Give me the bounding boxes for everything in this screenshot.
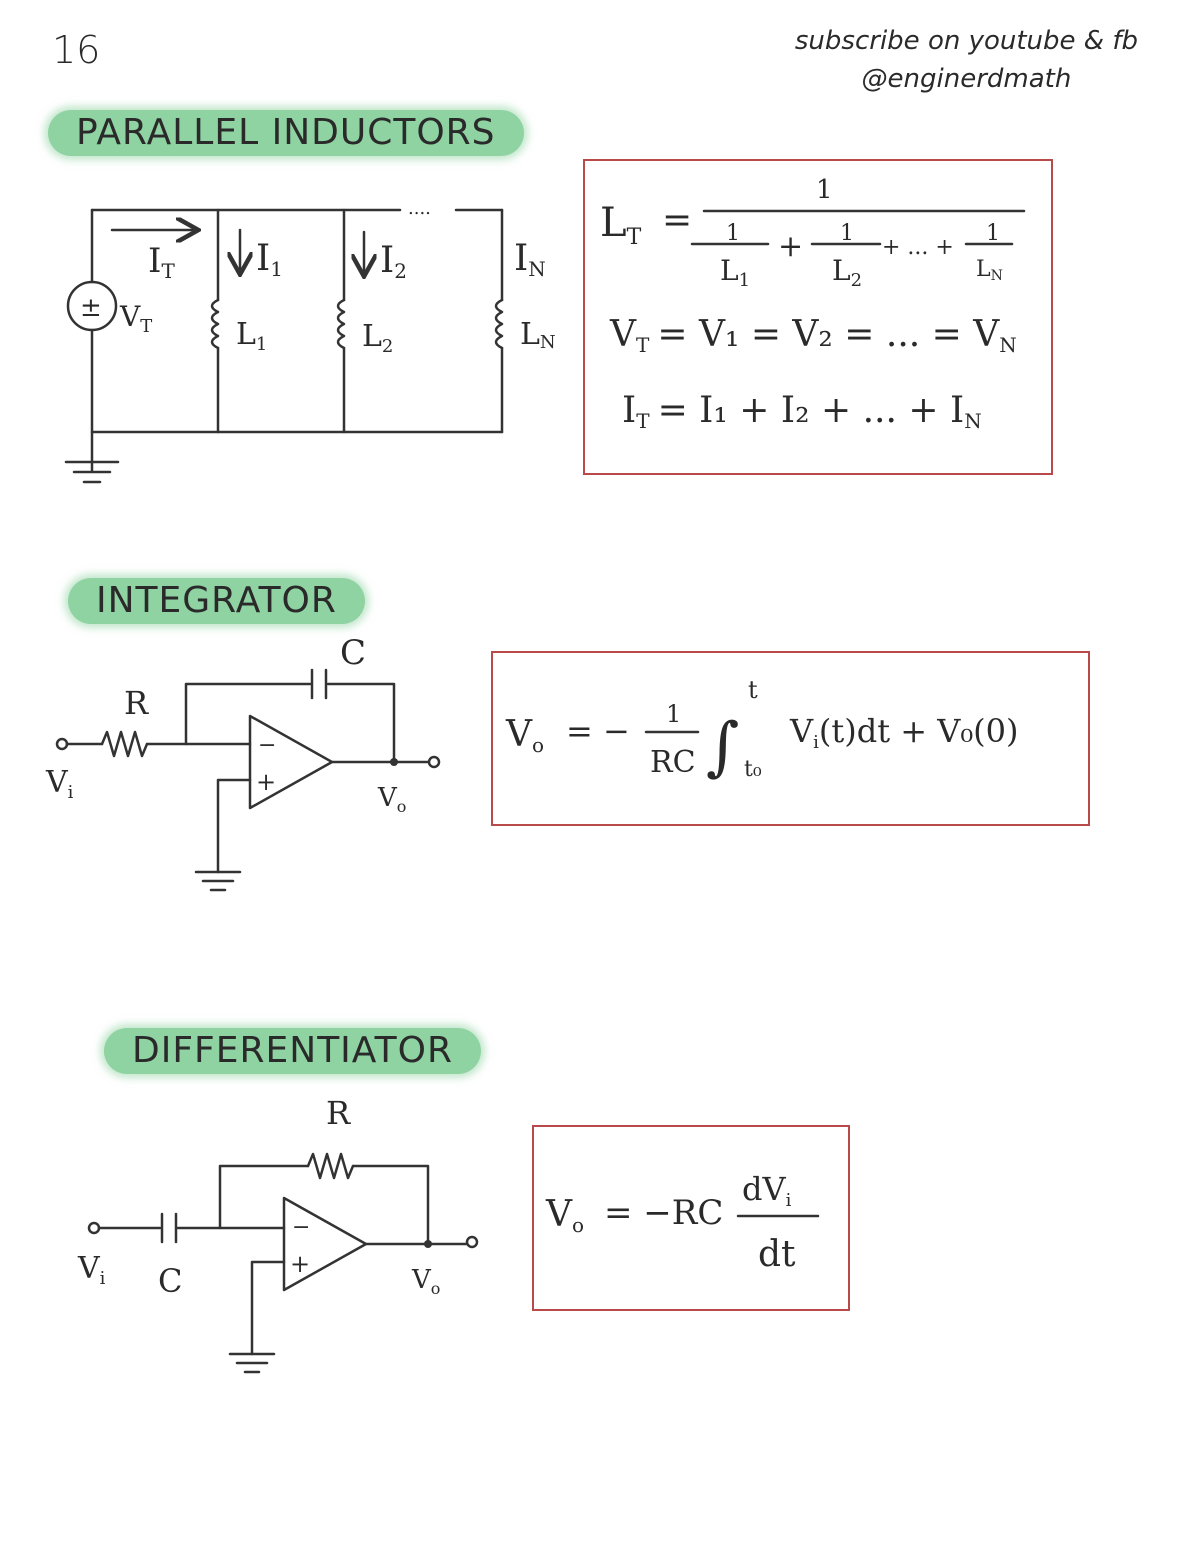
integrator-r-label: R: [124, 684, 149, 722]
integrator-vout-label: Vo: [377, 783, 406, 816]
differentiator-formula-frame: [532, 1125, 850, 1311]
integrator-formula-frame: [491, 651, 1090, 826]
differentiator-ground-wire: [250, 1260, 286, 1356]
differentiator-ground-icon: [228, 1352, 276, 1374]
differentiator-inverting-sign: −: [292, 1215, 310, 1240]
branch1-current-label: I1: [256, 238, 283, 281]
integrator-c-label: C: [340, 633, 366, 673]
term2-denominator: L2: [832, 254, 862, 291]
credit-line-social: subscribe on youtube & fb: [794, 26, 1138, 56]
current-relation: IT= I₁ + I₂ + ... + IN: [622, 390, 982, 433]
integrator-feedback-right-wire: [326, 682, 396, 764]
integrand: Vi(t)dt + V₀(0): [789, 712, 1018, 753]
top-wire-ellipsis: ....: [408, 198, 431, 219]
credit-note: subscribe on youtube & fb @enginerdmath: [795, 22, 1138, 98]
integrator-output-node-icon: [390, 758, 398, 766]
branchn-current-label: IN: [514, 238, 546, 281]
differentiator-output-node-icon: [424, 1240, 432, 1248]
inductor-l1-label: L1: [236, 317, 267, 355]
differentiator-vout-label: Vo: [411, 1265, 440, 1298]
lt-numerator: 1: [816, 175, 833, 205]
differentiator-vin-label: Vi: [77, 1251, 106, 1289]
source-polarity-icon: ±: [80, 293, 102, 323]
heading-differentiator: DIFFERENTIATOR: [104, 1028, 481, 1074]
differentiator-feedback-right-wire: [351, 1164, 430, 1246]
integrator-ground-icon: [194, 870, 242, 892]
credit-line-handle: @enginerdmath: [861, 64, 1072, 94]
integral-lower-limit: t₀: [744, 757, 762, 782]
total-voltage-label: VT: [119, 300, 152, 337]
differentiator-opamp-icon: [282, 1196, 368, 1292]
heading-parallel-inductors: PARALLEL INDUCTORS: [48, 110, 524, 156]
termn-denominator: LN: [976, 257, 1003, 284]
integrator-ground-wire: [216, 778, 252, 874]
integrator-output-terminal-icon: [427, 755, 441, 769]
differentiator-feedback-left-wire: [218, 1164, 310, 1230]
integrator-resistor-icon: [100, 730, 149, 758]
differentiator-frac-num: dVi: [742, 1170, 792, 1211]
integrator-frac-den: RC: [650, 745, 696, 780]
inductor-ln-label: LN: [520, 317, 556, 353]
integrator-opamp-icon: [248, 714, 334, 810]
inductor-ln-coil-icon: [494, 298, 504, 350]
integrator-noninverting-sign: +: [256, 768, 276, 796]
integrator-inverting-sign: −: [258, 733, 276, 758]
differentiator-formula-eq: = −RC: [604, 1193, 723, 1233]
parallel-formula-frame: [583, 159, 1053, 475]
integrator-input-terminal-icon: [55, 737, 69, 751]
integrator-circuit: − + R C Vi Vo: [45, 633, 441, 892]
integrator-formula-box: Vo = − 1 RC ∫ t t₀ Vi(t)dt + V₀(0): [491, 651, 1090, 826]
term1-numerator: 1: [726, 221, 740, 246]
inductor-l2-coil-icon: [336, 298, 346, 350]
page-number: 16: [52, 28, 101, 72]
integrator-feedback-left-wire: [184, 682, 312, 746]
differentiator-noninverting-sign: +: [290, 1250, 310, 1278]
voltage-relation: VT= V₁ = V₂ = ... = VN: [609, 314, 1017, 357]
differentiator-resistor-icon: [306, 1152, 355, 1180]
integral-sign: ∫: [706, 710, 739, 784]
lt-equals: =: [662, 200, 692, 241]
term-plus-1: +: [778, 229, 803, 264]
parallel-inductors-circuit: .... ± IT VT I1 L1 I2 L2 IN LN: [64, 198, 556, 484]
branch2-current-label: I2: [380, 240, 407, 283]
integrator-capacitor-icon: [310, 668, 328, 700]
term1-denominator: L1: [720, 254, 750, 291]
inductor-l2-label: L2: [362, 319, 393, 357]
differentiator-capacitor-icon: [160, 1212, 178, 1244]
termn-numerator: 1: [986, 221, 1000, 246]
differentiator-input-terminal-icon: [87, 1221, 101, 1235]
differentiator-c-label: C: [158, 1262, 182, 1300]
term-dots-plus: + ... +: [882, 235, 954, 260]
inductor-l1-coil-icon: [210, 298, 220, 350]
integrator-formula-lhs: Vo: [505, 714, 544, 757]
integrator-vin-label: Vi: [45, 765, 74, 803]
integrator-formula-eq: = −: [566, 712, 630, 750]
term2-numerator: 1: [840, 221, 854, 246]
differentiator-output-terminal-icon: [465, 1235, 479, 1249]
parallel-formula-box: LT = 1 1 L1 + 1 L2 + ... + 1 LN VT= V₁ =…: [583, 159, 1053, 475]
ground-icon: [64, 460, 120, 484]
differentiator-frac-den: dt: [758, 1234, 796, 1275]
differentiator-circuit: − + R C Vi Vo: [77, 1094, 479, 1374]
total-current-label: IT: [148, 241, 175, 283]
differentiator-formula-box: Vo = −RC dVi dt: [532, 1125, 850, 1311]
integrator-frac-num: 1: [666, 700, 681, 728]
heading-integrator: INTEGRATOR: [68, 578, 365, 624]
lt-lhs: LT: [600, 200, 642, 250]
differentiator-r-label: R: [326, 1094, 351, 1132]
differentiator-formula-lhs: Vo: [545, 1194, 584, 1237]
integral-upper-limit: t: [748, 676, 758, 704]
